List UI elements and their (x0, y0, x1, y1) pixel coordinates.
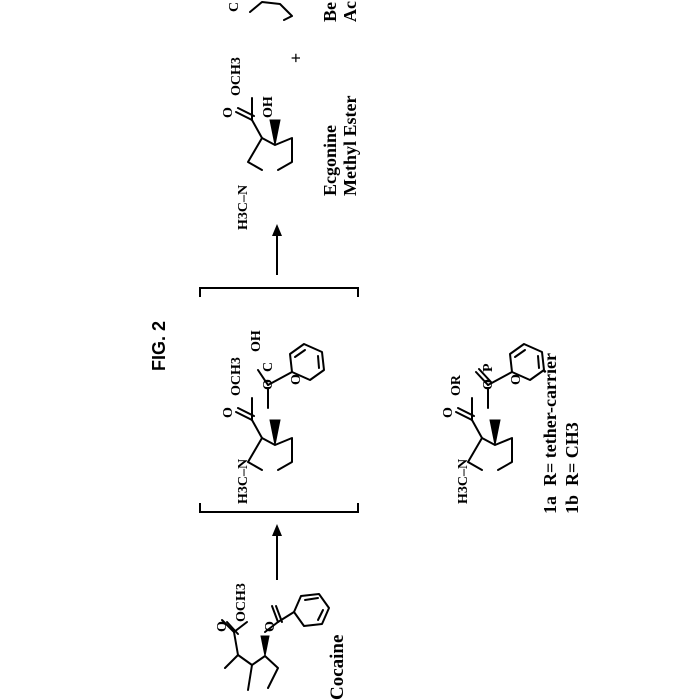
ecgonine-ester-label: OCH3 (229, 57, 244, 96)
intermediate-ester-label: OCH3 (229, 357, 244, 396)
benzoic-acid-partial-structure (249, 1, 293, 21)
phosphonate-ring-o-label: O (481, 379, 496, 390)
phosphonate-nmethyl-label: H3C–N (456, 459, 471, 504)
phosphonate-p-label: P (481, 363, 496, 372)
legend-1a-id: 1a (540, 496, 560, 514)
ecgonine-name-line1: Ecgonine (320, 125, 340, 196)
cocaine-structure (221, 593, 330, 691)
phosphonate-ester-label: OR (449, 374, 464, 396)
legend-1b-text: R= CH3 (562, 422, 582, 486)
cocaine-carbonyl-o-label: O (215, 621, 230, 632)
plus-sign: + (286, 53, 306, 63)
intermediate-oh-label: OH (249, 330, 264, 352)
cocaine-ring-o-label: O (263, 621, 278, 632)
intermediate-bracket (199, 287, 359, 513)
intermediate-oxide-label: O (289, 374, 304, 385)
intermediate-carbon-label: C (261, 362, 276, 372)
benzoic-acid-name-line2: Ac (340, 1, 360, 22)
reaction-arrow-2 (272, 224, 282, 275)
intermediate-structure (235, 343, 325, 471)
intermediate-ring-o-label: O (261, 379, 276, 390)
phosphonate-oxide-label: O (509, 374, 524, 385)
cocaine-ester-label: OCH3 (234, 583, 249, 622)
legend-1b-id: 1b (562, 495, 582, 514)
ecgonine-oh-label: OH (261, 96, 276, 118)
benzoic-acid-name-line1: Be (320, 2, 340, 22)
figure-title: FIG. 2 (149, 321, 169, 371)
phosphonate-structure (455, 343, 545, 471)
cocaine-name: Cocaine (327, 635, 348, 700)
ecgonine-methyl-ester-structure (235, 97, 293, 171)
intermediate-carbonyl-o-label: O (221, 407, 236, 418)
benzoic-acid-fragment-label: C (227, 2, 242, 12)
phosphonate-carbonyl-o-label: O (441, 407, 456, 418)
reaction-arrow-1 (272, 524, 282, 580)
legend-1a-text: R= tether-carrier (540, 353, 560, 486)
ecgonine-name-line2: Methyl Ester (340, 96, 360, 196)
ecgonine-carbonyl-o-label: O (221, 107, 236, 118)
ecgonine-nmethyl-label: H3C–N (236, 185, 251, 230)
intermediate-nmethyl-label: H3C–N (236, 459, 251, 504)
